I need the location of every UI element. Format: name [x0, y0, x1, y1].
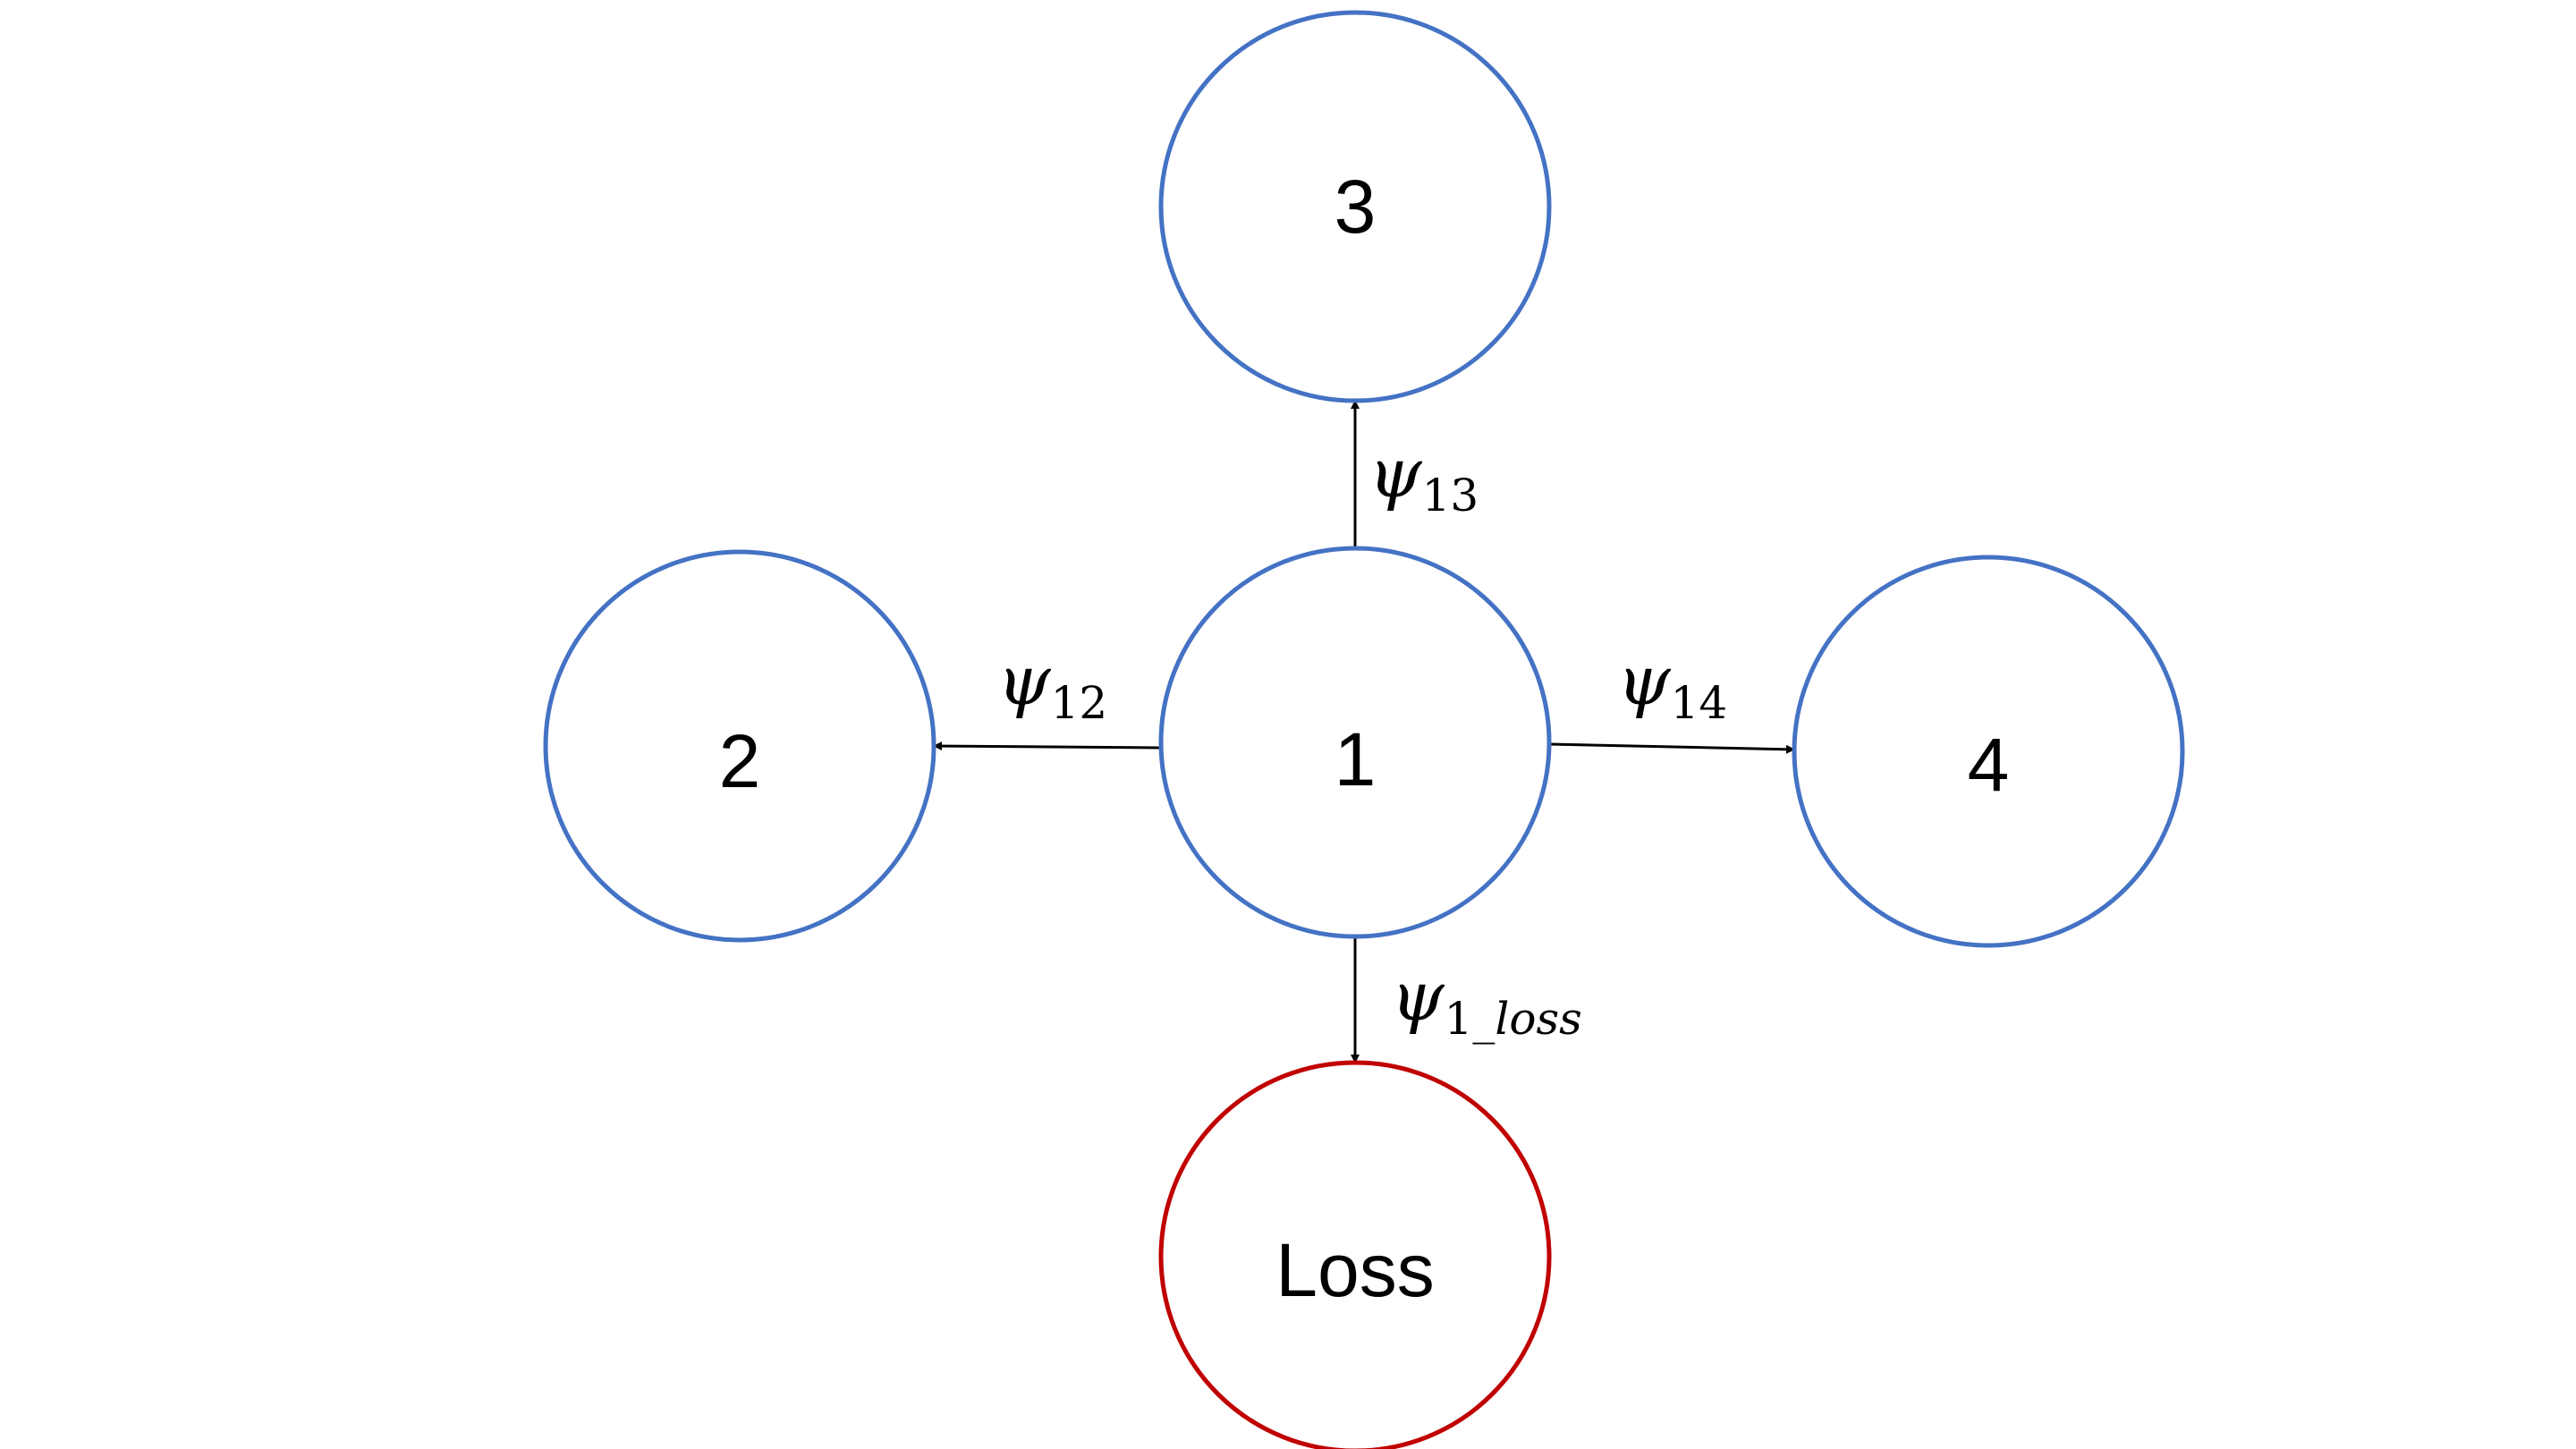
edge-label-14: ψ14: [1617, 640, 1727, 729]
node-4: 4: [1792, 555, 2185, 948]
edge-label-1-loss-symbol: ψ: [1391, 956, 1445, 1036]
edge-label-13-subscript: 13: [1422, 470, 1479, 521]
edge-label-1-loss: ψ1_loss: [1391, 956, 1582, 1045]
node-3-label: 3: [1335, 165, 1377, 249]
edge-label-12-subscript: 12: [1051, 677, 1108, 729]
node-2-circle: [543, 549, 936, 943]
edge-label-12: ψ12: [997, 640, 1107, 729]
node-1-label: 1: [1335, 717, 1377, 801]
node-loss-label: Loss: [1275, 1228, 1434, 1312]
edge-label-13-symbol: ψ: [1368, 433, 1423, 513]
edge-label-13: ψ13: [1368, 433, 1479, 521]
edge-1-to-2: [933, 741, 1161, 751]
node-3: 3: [1158, 10, 1552, 403]
node-4-circle: [1792, 555, 2185, 948]
node-4-label: 4: [1968, 723, 2010, 807]
edge-label-1-loss-subscript-text: _loss: [1472, 993, 1581, 1045]
node-3-circle: [1158, 10, 1552, 403]
edge-label-14-subscript: 14: [1671, 677, 1728, 729]
edge-label-14-symbol: ψ: [1617, 640, 1672, 720]
node-2-label: 2: [719, 719, 761, 803]
node-2: 2: [543, 549, 936, 943]
edge-label-12-symbol: ψ: [997, 640, 1052, 720]
edge-label-1-loss-subscript-number: 1: [1445, 993, 1473, 1045]
edge-1-to-4: [1549, 742, 1795, 754]
node-1: 1: [1158, 546, 1552, 939]
node-loss-circle: [1158, 1060, 1552, 1449]
node-loss: Loss: [1158, 1060, 1552, 1449]
node-1-circle: [1158, 546, 1552, 939]
